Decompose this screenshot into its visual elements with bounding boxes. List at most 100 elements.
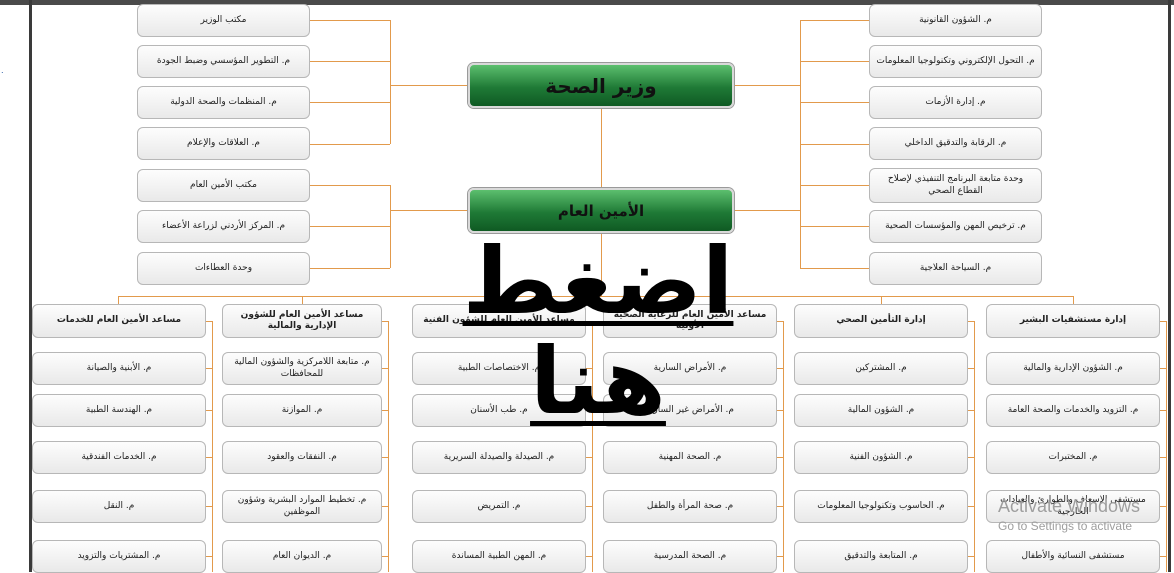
box-label: م. الشؤون الإدارية والمالية (1023, 362, 1123, 373)
box-label: مساعد الأمين العام للخدمات (56, 315, 182, 326)
column-item[interactable]: م. الاختصاصات الطبية (412, 352, 586, 385)
left-top-box[interactable]: م. العلاقات والإعلام (137, 127, 310, 160)
left-top-box[interactable]: م. المنظمات والصحة الدولية (137, 86, 310, 119)
box-label: م. المنظمات والصحة الدولية (170, 96, 277, 107)
box-label: م. التطوير المؤسسي وضبط الجودة (156, 55, 291, 66)
box-label: م. التزويد والخدمات والصحة العامة (1007, 404, 1139, 415)
column-item[interactable]: مستشفى النسائية والأطفال (986, 540, 1160, 573)
connector-line (783, 321, 784, 572)
column-item[interactable]: م. المتابعة والتدقيق (794, 540, 968, 573)
click-here-link[interactable]: اضغط هنا (462, 228, 734, 435)
right-top-box[interactable]: م. التحول الإلكتروني وتكنولوجيا المعلوما… (869, 45, 1042, 78)
connector-line (586, 506, 592, 507)
box-label: م. الصيدلة والصيدلة السريرية (443, 451, 555, 462)
connector-line (974, 321, 975, 572)
box-label: وحدة متابعة البرنامج التنفيذي لإصلاح الق… (887, 174, 1024, 196)
column-head-primary-care[interactable]: مساعد الأمين العام للرعاية الصحية الأولي… (603, 304, 777, 338)
box-label: م. المتابعة والتدقيق (844, 550, 918, 561)
box-label: م. الشؤون الفنية (849, 451, 913, 462)
window-top-border (0, 0, 1174, 5)
right-top-box[interactable]: م. ترخيص المهن والمؤسسات الصحية (869, 210, 1042, 243)
column-item[interactable]: م. التمريض (412, 490, 586, 523)
box-label: مساعد الأمين العام للرعاية الصحية الأولي… (613, 309, 767, 331)
connector-line (800, 144, 801, 185)
connector-line (1073, 296, 1074, 304)
column-item[interactable]: م. الصحة المهنية (603, 441, 777, 474)
box-label: م. النقل (103, 500, 135, 511)
column-item[interactable]: م. الصيدلة والصيدلة السريرية (412, 441, 586, 474)
connector-line (499, 296, 500, 304)
connector-line (206, 321, 212, 322)
left-sec-box[interactable]: وحدة العطاءات (137, 252, 310, 285)
connector-line (310, 268, 390, 269)
right-top-box[interactable]: م. الرقابة والتدقيق الداخلي (869, 127, 1042, 160)
column-item[interactable]: م. المشتركين (794, 352, 968, 385)
right-top-box[interactable]: م. الشؤون القانونية (869, 4, 1042, 37)
connector-line (206, 506, 212, 507)
column-item[interactable]: م. الأبنية والصيانة (32, 352, 206, 385)
connector-line (968, 321, 974, 322)
window-right-border (1168, 0, 1171, 572)
box-label: م. الأمراض السارية (653, 362, 727, 373)
column-item[interactable]: م. المختبرات (986, 441, 1160, 474)
column-item[interactable]: م. الحاسوب وتكنولوجيا المعلومات (794, 490, 968, 523)
column-head-services[interactable]: مساعد الأمين العام للخدمات (32, 304, 206, 338)
column-item[interactable]: م. الشؤون المالية (794, 394, 968, 427)
connector-line (586, 410, 592, 411)
column-item[interactable]: م. الديوان العام (222, 540, 382, 573)
column-item[interactable]: م. الموازنة (222, 394, 382, 427)
box-label: م. المشتريات والتزويد (77, 550, 161, 561)
left-top-box[interactable]: مكتب الوزير (137, 4, 310, 37)
column-item[interactable]: م. المشتريات والتزويد (32, 540, 206, 573)
column-head-health-insurance[interactable]: إدارة التأمين الصحي (794, 304, 968, 338)
column-head-admin-finance[interactable]: مساعد الأمين العام للشؤون الإدارية والما… (222, 304, 382, 338)
box-label: م. طب الأسنان (470, 404, 528, 415)
box-label: مستشفى الإسعاف والطوارئ والعيادات الخارج… (1000, 495, 1146, 517)
column-item[interactable]: م. الخدمات الفندقية (32, 441, 206, 474)
column-item[interactable]: م. النقل (32, 490, 206, 523)
connector-line (1160, 457, 1166, 458)
left-top-box[interactable]: م. التطوير المؤسسي وضبط الجودة (137, 45, 310, 78)
box-label: م. المشتركين (855, 362, 907, 373)
box-label: إدارة مستشفيات البشير (1019, 315, 1127, 326)
column-head-albashir-hospitals[interactable]: إدارة مستشفيات البشير (986, 304, 1160, 338)
column-item[interactable]: م. الشؤون الإدارية والمالية (986, 352, 1160, 385)
connector-line (310, 185, 390, 186)
column-item[interactable]: م. المهن الطبية المساندة (412, 540, 586, 573)
box-label: م. الشؤون القانونية (919, 14, 992, 25)
column-item[interactable]: م. الأمراض السارية (603, 352, 777, 385)
column-item[interactable]: م. الهندسة الطبية (32, 394, 206, 427)
column-item[interactable]: م. متابعة اللامركزية والشؤون المالية للم… (222, 352, 382, 385)
left-sec-box[interactable]: مكتب الأمين العام (137, 169, 310, 202)
connector-line (968, 556, 974, 557)
secretary-general-label: الأمين العام (557, 201, 645, 220)
column-item[interactable]: م. تخطيط الموارد البشرية وشؤون الموظفين (222, 490, 382, 523)
box-label: م. الصحة المهنية (658, 451, 722, 462)
left-sec-box[interactable]: م. المركز الأردني لزراعة الأعضاء (137, 210, 310, 243)
column-item[interactable]: م. الشؤون الفنية (794, 441, 968, 474)
column-item[interactable]: م. صحة المرأة والطفل (603, 490, 777, 523)
column-head-technical[interactable]: مساعد الأمين العام للشؤون الفنية (412, 304, 586, 338)
box-label: م. التمريض (477, 500, 521, 511)
column-item[interactable]: م. النفقات والعقود (222, 441, 382, 474)
right-top-box[interactable]: م. السياحة العلاجية (869, 252, 1042, 285)
connector-line (881, 296, 882, 304)
box-label: إدارة التأمين الصحي (836, 315, 926, 326)
box-label: م. الموازنة (281, 404, 323, 415)
box-label: م. تخطيط الموارد البشرية وشؤون الموظفين (237, 495, 367, 517)
column-item[interactable]: م. طب الأسنان (412, 394, 586, 427)
column-item[interactable]: م. الصحة المدرسية (603, 540, 777, 573)
column-item[interactable]: م. الأمراض غير السارية (603, 394, 777, 427)
secretary-general-box[interactable]: الأمين العام (468, 188, 734, 233)
connector-line (382, 410, 388, 411)
connector-line (206, 556, 212, 557)
box-label: م. متابعة اللامركزية والشؤون المالية للم… (234, 357, 370, 379)
minister-box[interactable]: وزير الصحة (468, 63, 734, 108)
activation-watermark: Activate Windows Go to Settings to activ… (998, 496, 1140, 533)
column-item[interactable]: مستشفى الإسعاف والطوارئ والعيادات الخارج… (986, 490, 1160, 523)
box-label: مكتب الأمين العام (190, 179, 257, 190)
right-top-box[interactable]: م. إدارة الأزمات (869, 86, 1042, 119)
right-top-box[interactable]: وحدة متابعة البرنامج التنفيذي لإصلاح الق… (869, 168, 1042, 203)
connector-line (800, 61, 869, 62)
column-item[interactable]: م. التزويد والخدمات والصحة العامة (986, 394, 1160, 427)
